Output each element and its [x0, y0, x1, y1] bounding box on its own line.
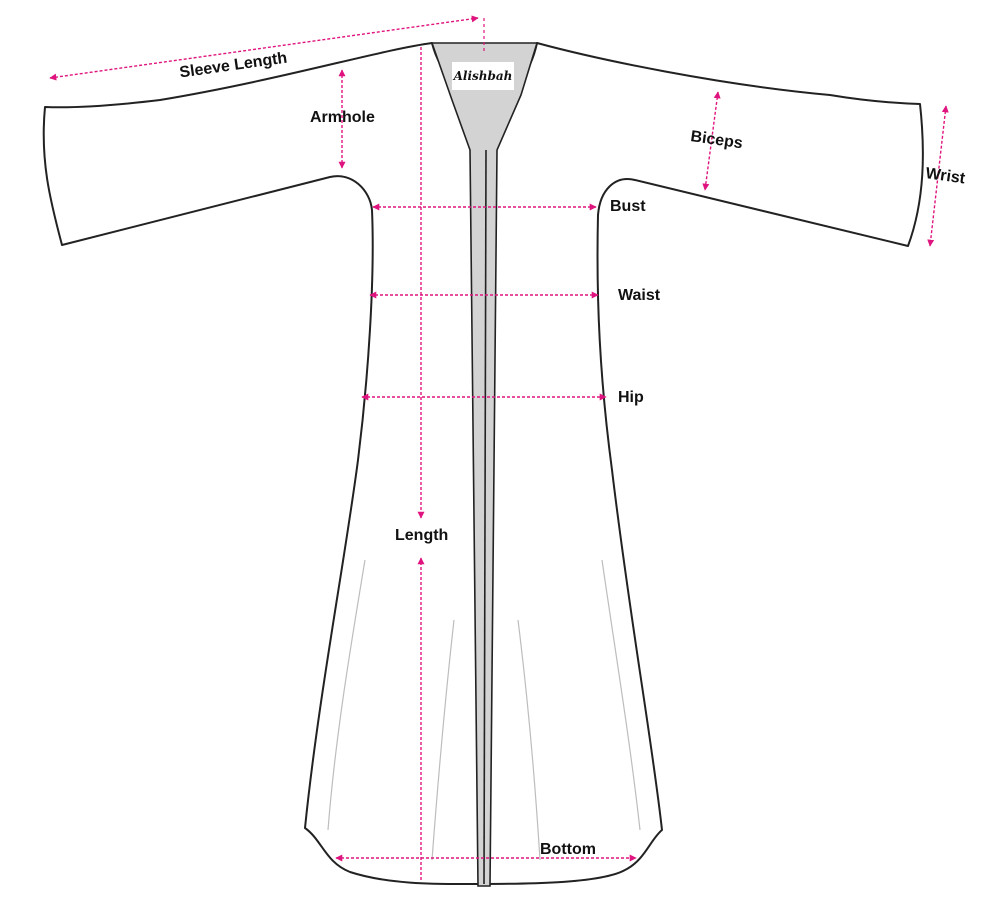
fold-line-right-outer — [601, 559, 641, 831]
fold-line-left-outer — [327, 559, 366, 831]
placket-line — [483, 149, 487, 885]
biceps-arrow — [702, 91, 721, 191]
armhole-label: Armhole — [310, 109, 375, 126]
bottom-label: Bottom — [540, 841, 596, 858]
length-label: Length — [395, 527, 448, 544]
fold-line-right-inner — [517, 619, 541, 861]
fold-line-left-inner — [431, 619, 455, 861]
sleeve-length-arrow — [49, 15, 479, 81]
sleeve-length-label: Sleeve Length — [178, 50, 288, 82]
bust-label: Bust — [610, 198, 646, 215]
brand-label: Alishbah — [453, 69, 513, 83]
wrist-label: Wrist — [924, 165, 966, 187]
hip-label: Hip — [618, 389, 644, 406]
wrist-arrow — [927, 105, 949, 247]
waist-label: Waist — [618, 287, 661, 304]
